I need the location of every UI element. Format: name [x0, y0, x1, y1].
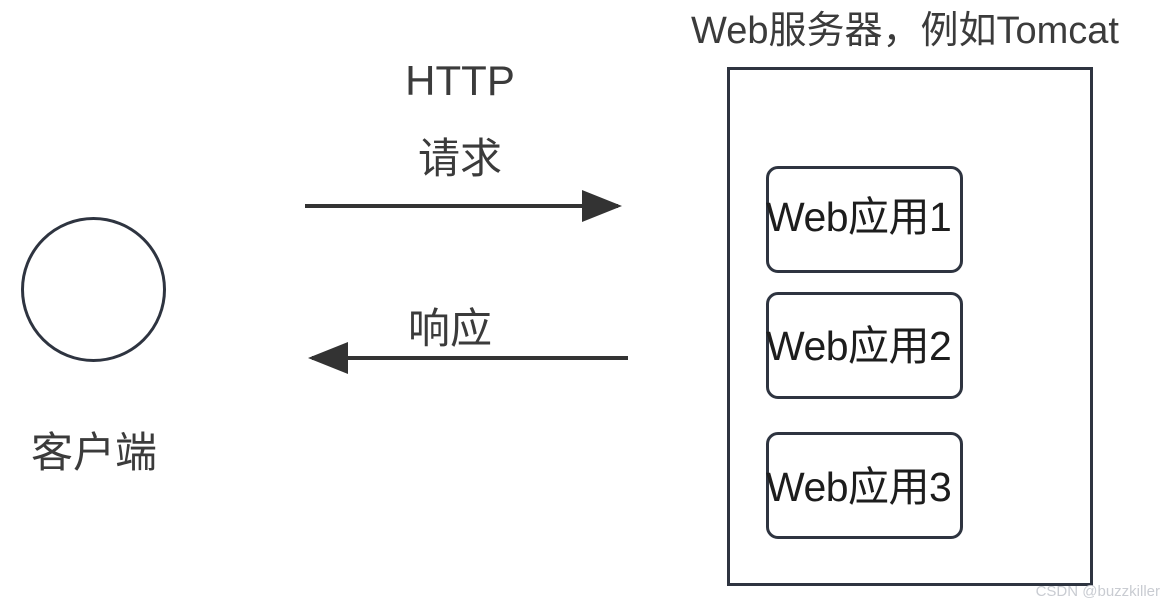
web-app-box-2 [766, 292, 963, 399]
response-label: 响应 [407, 305, 492, 352]
csdn-watermark: CSDN @buzzkiller [1035, 583, 1160, 600]
web-app-label-1: Web应用1 [766, 194, 952, 240]
web-app-label-3: Web应用3 [766, 464, 952, 510]
http-protocol-label: HTTP [405, 57, 515, 104]
client-label: 客户端 [30, 429, 157, 476]
client-circle-shape [21, 217, 166, 362]
server-title: Web服务器，例如Tomcat [691, 10, 1119, 52]
web-app-box-3 [766, 432, 963, 539]
request-label: 请求 [417, 135, 502, 182]
web-app-label-2: Web应用2 [766, 323, 952, 369]
web-app-box-1 [766, 166, 963, 273]
